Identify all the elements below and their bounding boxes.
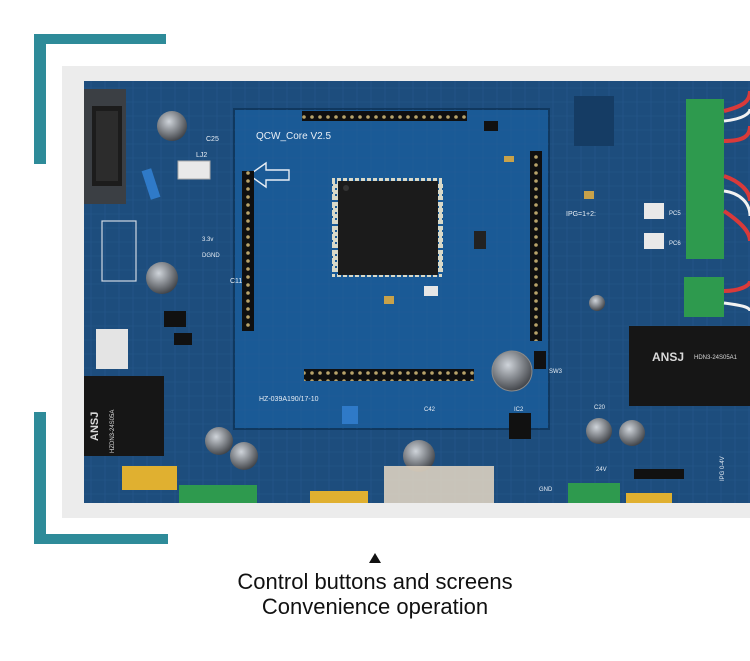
dgnd-label: DGND (202, 253, 220, 259)
pc5-label: PC5 (669, 211, 681, 217)
c42-label: C42 (424, 407, 436, 413)
terminal-block-right-top (686, 99, 724, 259)
capacitor (205, 427, 233, 455)
optocoupler (644, 203, 664, 219)
capacitor (586, 418, 612, 444)
relay-housing (384, 466, 494, 503)
pin-header-bottom (304, 369, 474, 381)
circuit-board-photo: QCW_Core V2.5 HZ-039A19 (84, 81, 750, 503)
capacitor (589, 295, 605, 311)
left-module-model: HZDN3-24S05A (110, 410, 116, 453)
caption-line-1: Control buttons and screens (237, 569, 513, 594)
24v-label: 24V (596, 467, 607, 473)
capacitor (230, 442, 258, 470)
terminal-block (568, 483, 620, 503)
pc6-label: PC6 (669, 241, 681, 247)
pin-header-right (530, 151, 542, 341)
coin-cell-battery (491, 350, 533, 392)
corner-bracket-bottom-vertical (34, 412, 46, 544)
terminal-block (179, 485, 257, 503)
white-connector (96, 329, 128, 369)
corner-bracket-top-horizontal (34, 34, 166, 44)
terminal-block-right-mid (684, 277, 724, 317)
left-module-brand: ANSJ (89, 412, 101, 441)
up-arrow-icon (369, 553, 381, 563)
sw3-label: SW3 (549, 369, 563, 375)
gnd-label: GND (539, 487, 553, 493)
lj2-label: LJ2 (196, 152, 207, 159)
dcdc-module-right: ANSJ HDN3-24S05A1 (629, 326, 750, 406)
serial-port-connector (84, 89, 126, 204)
ipg-range-label: IPG 0-4V (720, 456, 726, 481)
capacitor (146, 262, 178, 294)
corner-bracket-bottom-horizontal (34, 534, 168, 544)
film-capacitor (122, 466, 177, 490)
pin-header-top (302, 111, 467, 121)
caption-line-2: Convenience operation (261, 594, 489, 619)
right-module-model: HDN3-24S05A1 (694, 355, 738, 361)
pcb-code-label: HZ-039A190/17-10 (259, 396, 319, 403)
capacitor (403, 440, 435, 472)
core-module-board: QCW_Core V2.5 HZ-039A19 (233, 108, 550, 430)
c20-label: C20 (594, 405, 606, 411)
dcdc-module-left: ANSJ HZDN3-24S05A (84, 376, 164, 456)
3v3-label: 3.3v (202, 237, 213, 243)
ic (509, 413, 531, 439)
microcontroller-chip (332, 177, 444, 277)
c11-label: C11 (230, 278, 242, 285)
optocoupler (644, 233, 664, 249)
capacitor (619, 420, 645, 446)
pin-header-left (242, 171, 254, 331)
potentiometer (342, 406, 358, 424)
ic2-label: IC2 (514, 407, 524, 413)
board-title-label: QCW_Core V2.5 (256, 131, 331, 142)
c25-label: C25 (206, 136, 219, 143)
capacitor (157, 111, 187, 141)
corner-bracket-top-vertical (34, 34, 46, 164)
relay (177, 160, 211, 180)
ipg-label: IPG=1+2: (566, 211, 596, 218)
right-module-brand: ANSJ (652, 350, 684, 364)
